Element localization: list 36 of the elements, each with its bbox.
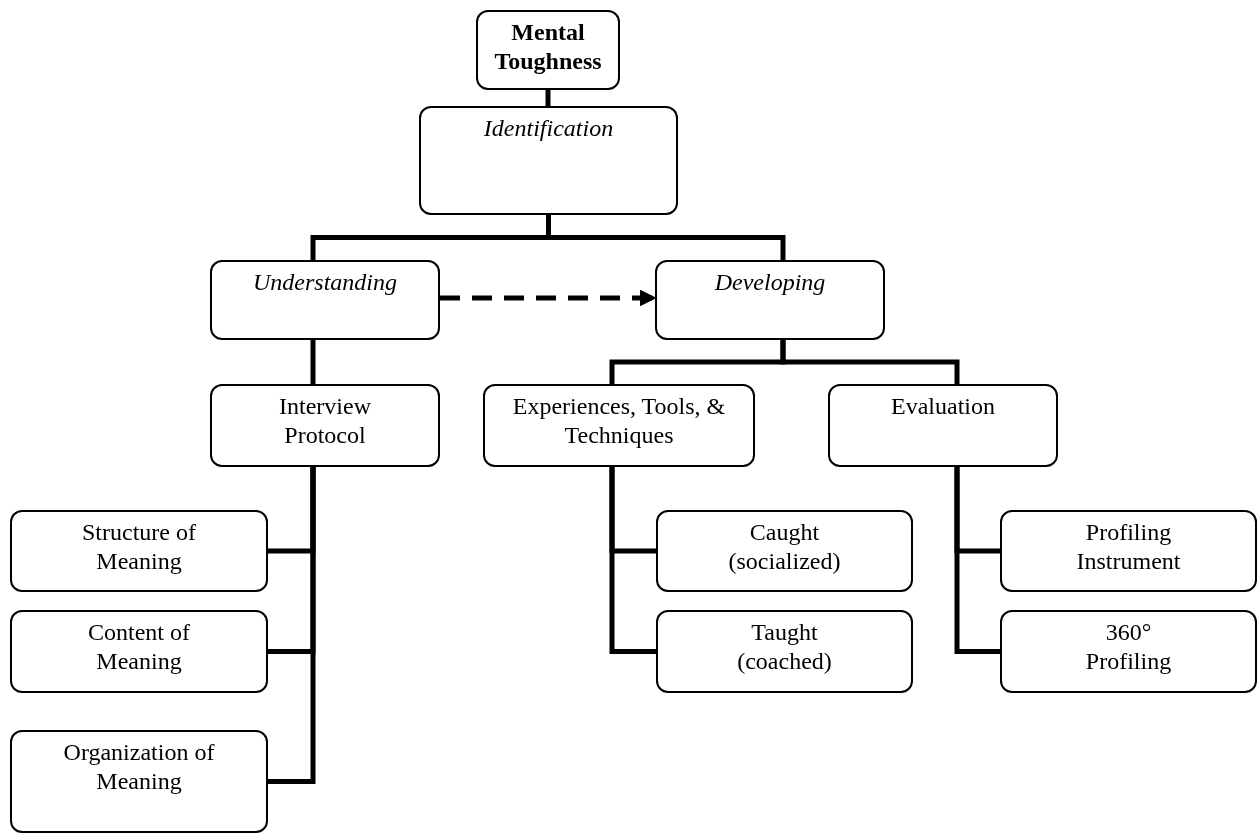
node-label: Understanding (253, 268, 397, 297)
phase-box (655, 260, 885, 340)
concept-box (10, 510, 268, 592)
concept-box (1000, 610, 1257, 693)
node-label: 360° Profiling (1084, 618, 1173, 676)
node-label: Content of Meaning (87, 618, 191, 676)
concept-box (483, 384, 755, 467)
node-label: Structure of Meaning (81, 518, 197, 576)
concept-box (10, 610, 268, 693)
connector-line (546, 215, 786, 260)
node-label: Mental Toughness (493, 18, 603, 76)
connector-line (780, 340, 960, 384)
concept-box (656, 610, 913, 693)
connector-line (310, 340, 316, 384)
arrow (440, 289, 657, 307)
phase-box (419, 106, 678, 215)
connector-line (545, 90, 551, 106)
phase-box (210, 260, 440, 340)
concept-box (656, 510, 913, 592)
concept-box (210, 384, 440, 467)
node-label: Identification (483, 114, 614, 143)
node-label: Interview Protocol (278, 392, 372, 450)
node-label: Taught (coached) (736, 618, 833, 676)
node-label: Evaluation (891, 392, 995, 421)
node-label: Developing (714, 268, 826, 297)
connector-line (954, 467, 1000, 654)
node-label: Profiling Instrument (1075, 518, 1182, 576)
concept-box (828, 384, 1058, 467)
node-label: Organization of Meaning (62, 738, 216, 796)
connector-line (609, 467, 656, 654)
root-box (476, 10, 620, 90)
node-label: Caught (socialized) (727, 518, 842, 576)
connector-line (268, 467, 316, 784)
concept-box (1000, 510, 1257, 592)
concept-box (10, 730, 268, 833)
node-label: Experiences, Tools, & Techniques (511, 392, 727, 450)
